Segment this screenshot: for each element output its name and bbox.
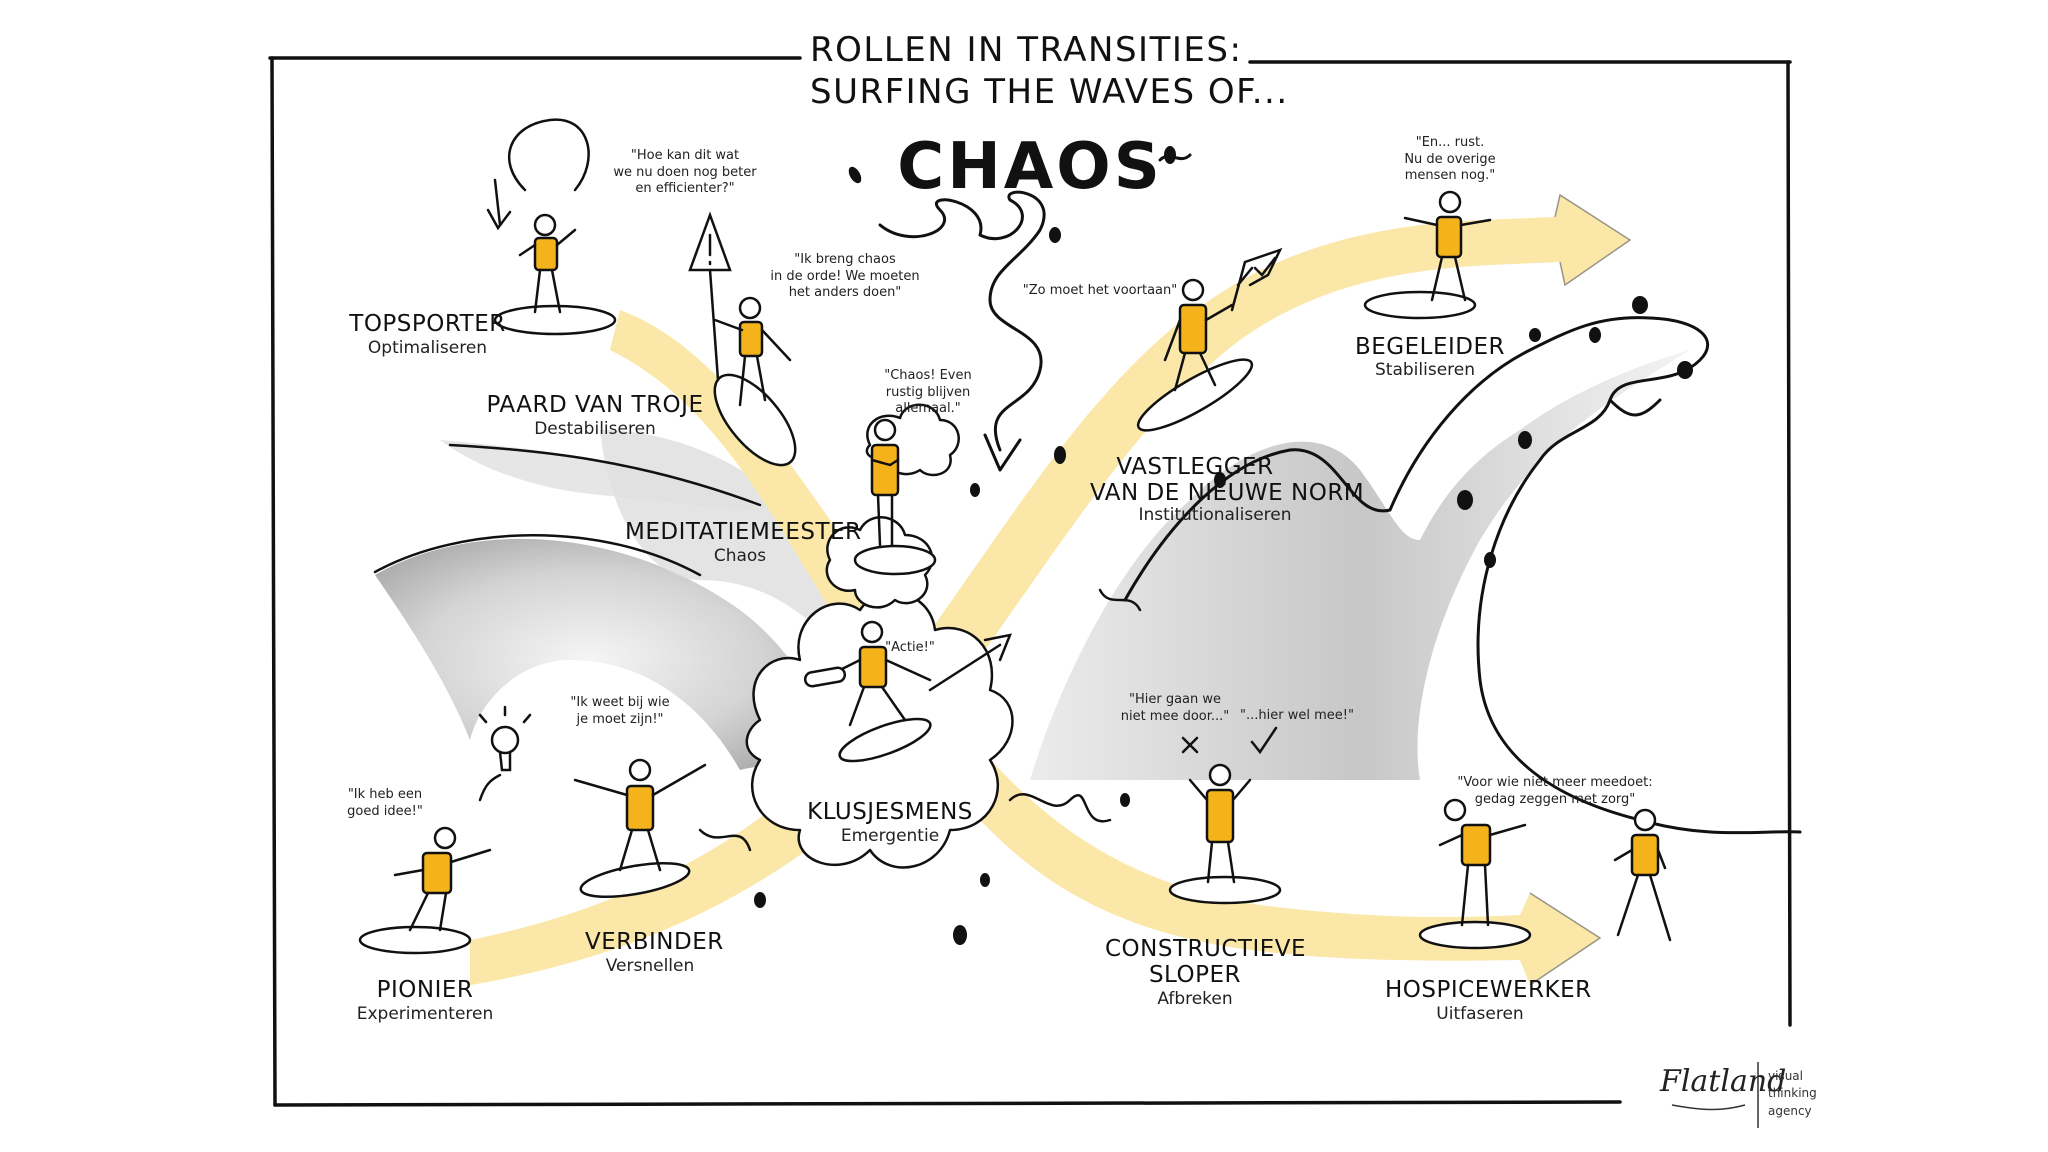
role-hospicewerker: HOSPICEWERKER bbox=[1385, 977, 1592, 1003]
figures bbox=[393, 118, 1672, 942]
title-wave-strokes bbox=[1158, 153, 1192, 162]
role-vastlegger-line-2: VAN DE NIEUWE NORM bbox=[1090, 480, 1365, 506]
surfboard-pionier bbox=[358, 925, 472, 955]
quote-topsporter: "Hoe kan dit wat we nu doen nog beter en… bbox=[613, 148, 757, 197]
quote-sloper-b: "...hier wel mee!" bbox=[1240, 708, 1354, 723]
logo-underline bbox=[1671, 1104, 1746, 1111]
flatland-logo: Flatland bbox=[1660, 1064, 1787, 1099]
verb-topsporter: Optimaliseren bbox=[367, 338, 488, 358]
quote-vastlegger: "Zo moet het voortaan" bbox=[1022, 283, 1178, 298]
quote-pionier: "Ik heb een goed idee!" bbox=[347, 787, 423, 819]
verb-verbinder: Versnellen bbox=[605, 956, 695, 976]
title-line-2: SURFING THE WAVES OF... bbox=[810, 72, 1289, 112]
waves bbox=[375, 350, 1690, 780]
quote-sloper-a: "Hier gaan we niet mee door..." bbox=[1120, 692, 1230, 724]
title-main: CHAOS bbox=[897, 130, 1163, 204]
quote-verbinder: "Ik weet bij wie je moet zijn!" bbox=[570, 695, 670, 727]
figure-topsporter bbox=[486, 118, 590, 314]
role-klusjesmens: KLUSJESMENS bbox=[807, 799, 973, 825]
flatland-tagline: visual thinking agency bbox=[1768, 1069, 1817, 1118]
surfboards bbox=[358, 290, 1532, 955]
role-paard-van-troje: PAARD VAN TROJE bbox=[486, 392, 704, 418]
transition-ribbon bbox=[470, 195, 1630, 985]
verb-hospicewerker: Uitfaseren bbox=[1436, 1004, 1524, 1024]
surfboard-paard bbox=[713, 373, 797, 467]
role-sloper-line-1: CONSTRUCTIEVE bbox=[1105, 936, 1307, 962]
surfboard-klusjesmens bbox=[838, 717, 932, 763]
figure-begeleider bbox=[1403, 190, 1492, 302]
role-vastlegger-line-1: VASTLEGGER bbox=[1116, 454, 1274, 480]
surfboard-sloper bbox=[1168, 875, 1282, 905]
figure-paard-van-troje bbox=[688, 211, 792, 407]
quote-klusjesmens: "Actie!" bbox=[885, 640, 935, 655]
splash-lines bbox=[698, 588, 1142, 852]
figure-constructieve-sloper bbox=[1181, 726, 1278, 884]
role-topsporter: TOPSPORTER bbox=[349, 311, 506, 337]
surfboard-begeleider bbox=[1363, 290, 1477, 320]
verb-pionier: Experimenteren bbox=[356, 1004, 494, 1024]
surfboard-meditatiemeester bbox=[853, 544, 937, 576]
chaos-squiggle bbox=[878, 190, 1046, 472]
role-meditatiemeester: MEDITATIEMEESTER bbox=[625, 519, 862, 545]
quote-begeleider: "En... rust. Nu de overige mensen nog." bbox=[1404, 135, 1496, 184]
quote-paard-van-troje: "Ik breng chaos in de orde! We moeten he… bbox=[770, 252, 920, 301]
splash-drops bbox=[754, 146, 1693, 945]
verb-klusjesmens: Emergentie bbox=[840, 826, 940, 846]
verb-begeleider: Stabiliseren bbox=[1375, 360, 1475, 380]
verb-sloper: Afbreken bbox=[1157, 989, 1233, 1009]
surfboard-vastlegger bbox=[1136, 358, 1254, 432]
verb-vastlegger: Institutionaliseren bbox=[1138, 505, 1292, 525]
left-wave bbox=[375, 538, 850, 780]
frame bbox=[268, 56, 1792, 1107]
ribbon-outline bbox=[1529, 193, 1632, 986]
role-pionier: PIONIER bbox=[376, 977, 474, 1003]
right-wave bbox=[1030, 350, 1690, 780]
verb-paard-van-troje: Destabiliseren bbox=[534, 419, 656, 439]
figure-verbinder bbox=[573, 758, 707, 872]
quote-hospicewerker: "Voor wie niet meer meedoet: gedag zegge… bbox=[1457, 775, 1653, 807]
surfboard-hospice bbox=[1418, 920, 1532, 950]
quote-meditatiemeester: "Chaos! Even rustig blijven allemaal." bbox=[884, 368, 972, 417]
right-wave-outline bbox=[1123, 316, 1802, 835]
figure-hospicewerker bbox=[1438, 798, 1672, 942]
figure-meditatiemeester bbox=[870, 418, 900, 547]
ribbon-down bbox=[610, 310, 1600, 985]
mid-wave bbox=[440, 440, 760, 510]
figure-pionier bbox=[393, 705, 532, 932]
surfboard-topsporter bbox=[493, 304, 617, 336]
verb-meditatiemeester: Chaos bbox=[713, 546, 767, 566]
role-verbinder: VERBINDER bbox=[585, 929, 724, 955]
role-sloper-line-2: SLOPER bbox=[1148, 962, 1242, 988]
surfboard-verbinder bbox=[579, 861, 691, 899]
figure-klusjesmens bbox=[803, 620, 1013, 727]
figure-vastlegger bbox=[1163, 247, 1283, 392]
title-line-1: ROLLEN IN TRANSITIES: bbox=[810, 30, 1243, 70]
role-begeleider: BEGELEIDER bbox=[1355, 334, 1506, 360]
left-wave-outline bbox=[373, 443, 762, 577]
